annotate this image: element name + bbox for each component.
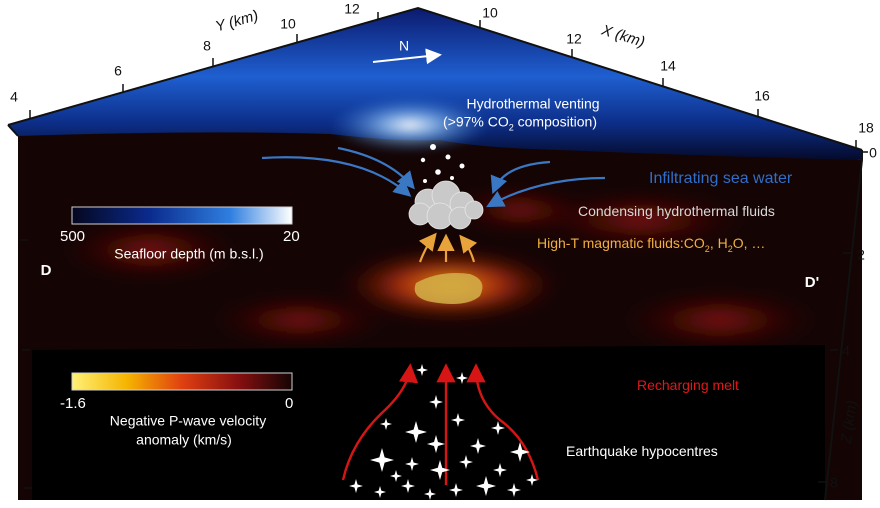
hypocentre-star: [491, 421, 505, 435]
x-tick-16: 16: [754, 87, 770, 104]
z-tick-8: 8: [830, 474, 838, 491]
infiltration-arrows: [261, 146, 606, 208]
x-tick-12: 12: [566, 30, 582, 47]
frame-top: [7, 6, 863, 151]
velocity-legend-title-line2: anomaly (km/s): [136, 431, 232, 448]
hypocentre-star: [370, 448, 394, 472]
y-tick-10: 10: [280, 15, 296, 32]
z-tick-2: 2: [857, 246, 865, 263]
x-tick-18: 18: [858, 119, 874, 136]
y-tick-8: 8: [203, 37, 211, 54]
section-label-left: D: [40, 261, 52, 279]
z-tick-0: 0: [869, 144, 877, 161]
hypocentre-star: [416, 364, 428, 376]
depth-legend-min: 500: [60, 228, 86, 245]
depth-legend-max: 20: [283, 228, 300, 245]
velocity-anomaly-zones: [60, 188, 820, 350]
hypocentre-star: [424, 488, 436, 500]
bubbles: [420, 144, 465, 183]
y-axis-ticks: [29, 12, 379, 118]
hypocentre-star: [510, 442, 530, 462]
venting-label-line1: Hydrothermal venting: [466, 95, 600, 112]
hypocentre-star: [374, 486, 386, 498]
condensing-cloud: [408, 180, 484, 230]
condensing-label: Condensing hydrothermal fluids: [578, 203, 775, 219]
hypocentre-star: [451, 413, 465, 427]
x-tick-14: 14: [660, 57, 676, 74]
hypocentre-star: [349, 479, 363, 493]
depth-legend-bar: [71, 206, 293, 225]
north-arrow: [372, 48, 442, 65]
hypocentre-star: [429, 395, 443, 409]
north-label: N: [398, 37, 410, 54]
hypocentre-star: [526, 474, 538, 486]
hypocentres-label: Earthquake hypocentres: [566, 443, 718, 459]
hypocentre-star: [380, 418, 392, 430]
magmatic-label: High-T magmatic fluids:CO2, H2O, …: [537, 235, 766, 254]
y-tick-4: 4: [10, 88, 18, 105]
hypocentre-star: [507, 483, 521, 497]
velocity-legend-title-line1: Negative P-wave velocity: [109, 412, 267, 429]
vent-glow: [330, 97, 490, 153]
hypocentre-star: [401, 479, 415, 493]
hypocentre-star: [493, 463, 507, 477]
z-tick-4: 4: [842, 342, 850, 359]
velocity-legend-max: 0: [285, 395, 294, 412]
y-tick-6: 6: [114, 62, 122, 79]
hypocentre-star: [449, 483, 463, 497]
seafloor-surface: [8, 8, 862, 160]
frame-right: [824, 150, 863, 501]
hypocentre-star: [405, 457, 419, 471]
hypocentre-star: [456, 372, 468, 384]
hypocentre-star: [476, 476, 496, 496]
hypocentre-star: [459, 455, 473, 469]
frame-left: [7, 124, 19, 137]
infiltrating-label: Infiltrating sea water: [649, 170, 793, 187]
magmatic-arrows: [418, 232, 478, 263]
hypocentre-star: [430, 460, 450, 480]
venting-label-line2: (>97% CO2 composition): [442, 113, 598, 133]
magma-body: [414, 273, 483, 304]
hypocentre-star: [427, 435, 445, 453]
x-axis-ticks: [479, 20, 857, 148]
hypocentre-star: [405, 421, 427, 443]
section-label-right: D': [804, 273, 820, 291]
hypocentre-star: [390, 470, 402, 482]
velocity-legend-bar: [71, 372, 293, 391]
depth-legend-title: Seafloor depth (m b.s.l.): [114, 245, 264, 262]
z-axis-ticks: [20, 151, 868, 489]
y-tick-12: 12: [344, 0, 360, 17]
hypocentre-stars: [349, 364, 538, 500]
velocity-legend-min: -1.6: [60, 395, 86, 412]
hypocentre-star: [470, 438, 486, 454]
recharge-arrows: [341, 363, 540, 485]
recharging-label: Recharging melt: [637, 377, 739, 393]
x-tick-10: 10: [482, 4, 498, 21]
